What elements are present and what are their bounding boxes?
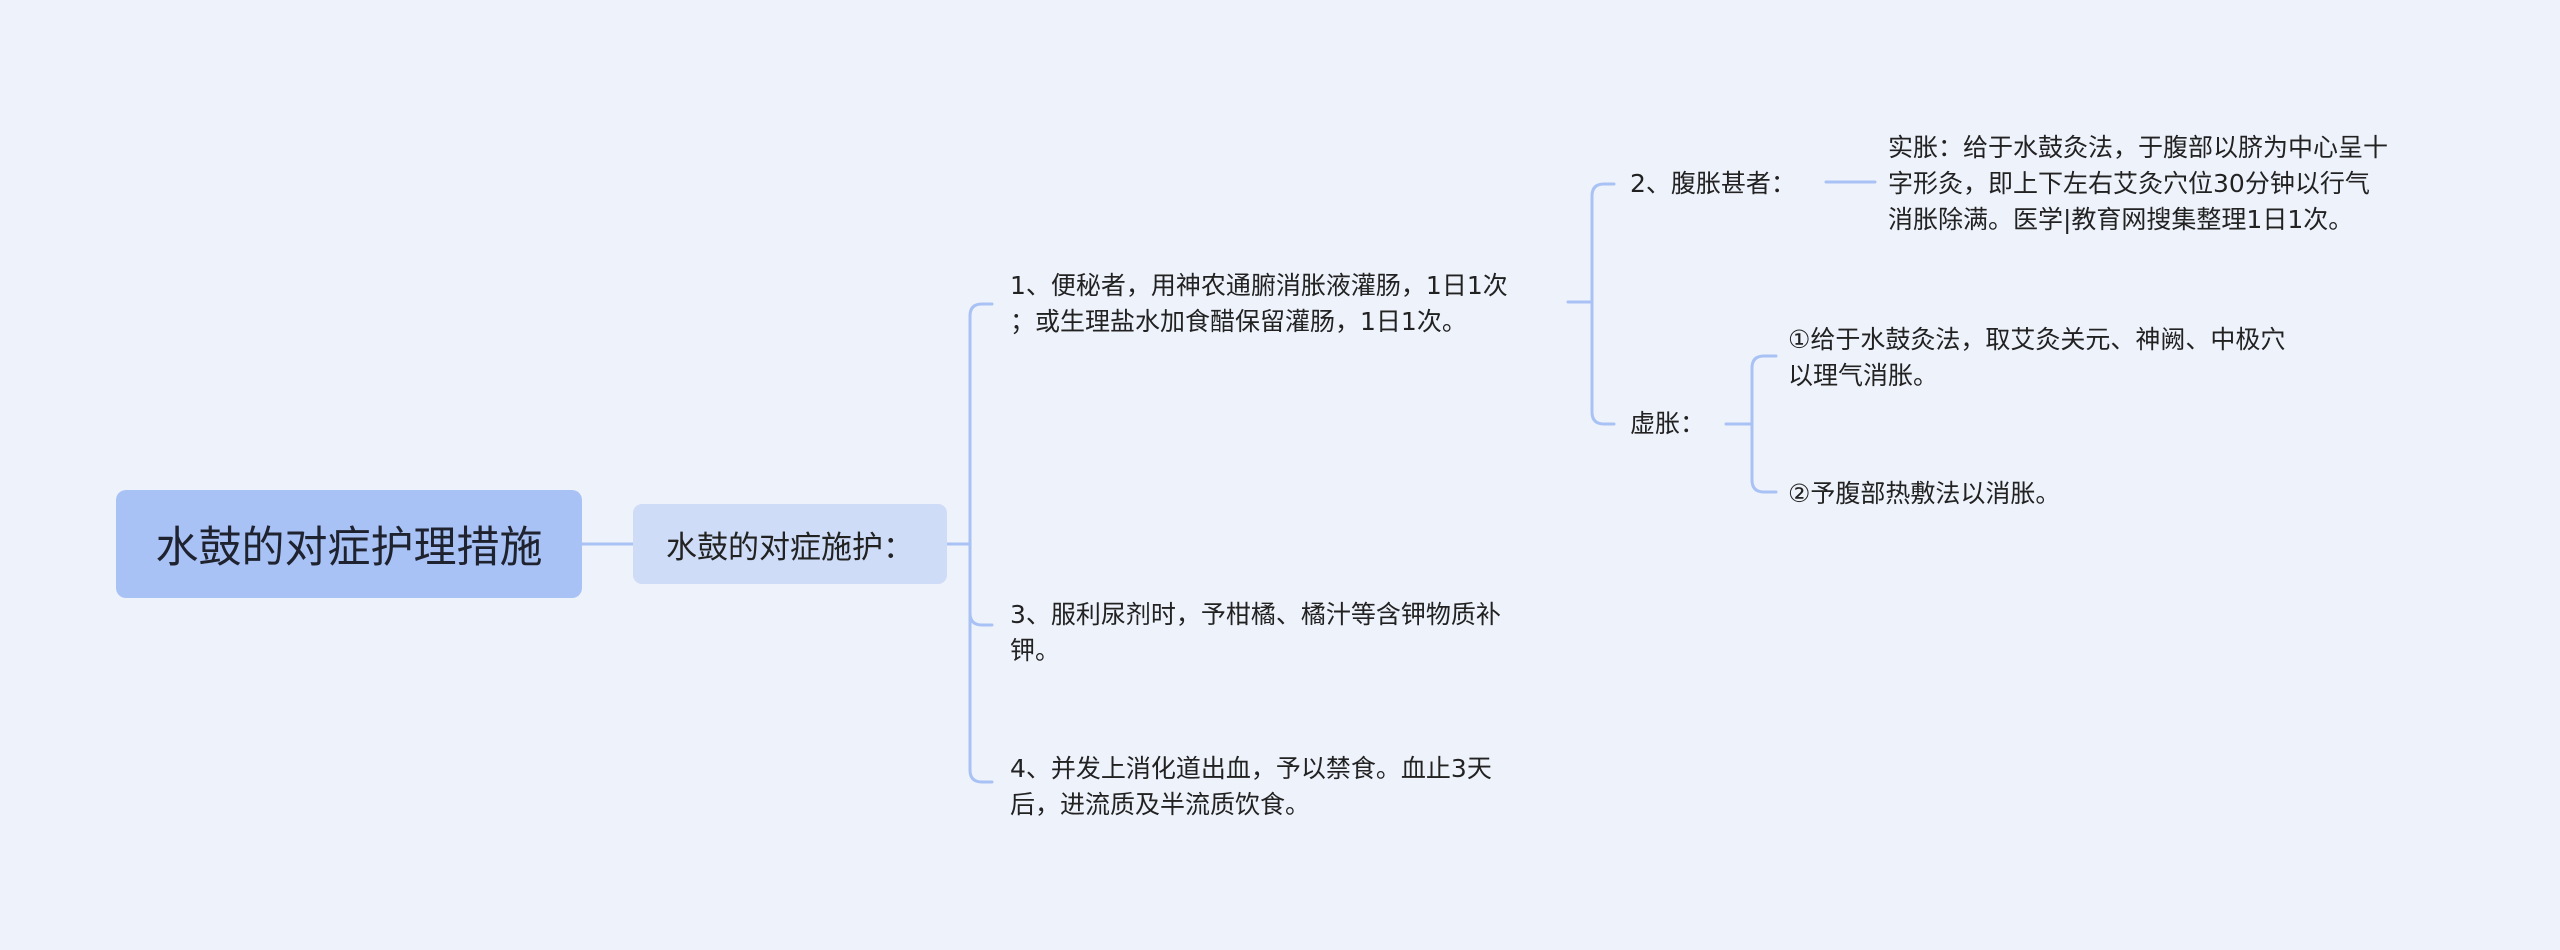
connector-branch-item2 (1590, 182, 1616, 304)
main-topic-label: 水鼓的对症施护： (666, 529, 914, 566)
root-topic-label: 水鼓的对症护理措施 (155, 523, 543, 573)
subtopic-line: 1、便秘者，用神农通腑消胀液灌肠，1日1次 (1010, 271, 1508, 300)
subtopic-distension-severe[interactable]: 2、腹胀甚者： (1630, 166, 1796, 202)
subtopic-hot-compress[interactable]: ②予腹部热敷法以消胀。 (1788, 476, 2060, 512)
subtopic-line: 后，进流质及半流质饮食。 (1010, 790, 1311, 819)
subtopic-bleeding[interactable]: 4、并发上消化道出血，予以禁食。血止3天 后，进流质及半流质饮食。 (1010, 751, 1492, 823)
subtopic-line: 4、并发上消化道出血，予以禁食。血止3天 (1010, 754, 1492, 783)
subtopic-line: 以理气消胀。 (1788, 361, 1939, 390)
subtopic-line: ②予腹部热敷法以消胀。 (1788, 479, 2061, 508)
connector-branch-xu1 (1750, 354, 1778, 426)
subtopic-line: 钾。 (1010, 636, 1061, 665)
connector-branch-xuzhang (1590, 300, 1616, 426)
subtopic-deficiency-distension[interactable]: 虚胀： (1630, 406, 1705, 442)
subtopic-diuretic[interactable]: 3、服利尿剂时，予柑橘、橘汁等含钾物质补 钾。 (1010, 597, 1501, 669)
subtopic-line: ；或生理盐水加食醋保留灌肠，1日1次。 (1010, 307, 1467, 336)
subtopic-line: 消胀除满。医学|教育网搜集整理1日1次。 (1888, 205, 2354, 234)
subtopic-line: 字形灸，即上下左右艾灸穴位30分钟以行气 (1888, 169, 2370, 198)
subtopic-excess-distension[interactable]: 实胀：给于水鼓灸法，于腹部以脐为中心呈十 字形灸，即上下左右艾灸穴位30分钟以行… (1888, 130, 2388, 238)
connector-branch-item4 (968, 542, 994, 784)
root-topic[interactable]: 水鼓的对症护理措施 (116, 490, 582, 598)
main-topic[interactable]: 水鼓的对症施护： (633, 504, 947, 584)
connector-branch-xu2 (1750, 422, 1778, 494)
connector-branch-item1 (968, 302, 994, 546)
subtopic-line: 实胀：给于水鼓灸法，于腹部以脐为中心呈十 (1888, 133, 2389, 162)
subtopic-line: 2、腹胀甚者： (1630, 169, 1796, 198)
subtopic-moxibustion[interactable]: ①给于水鼓灸法，取艾灸关元、神阙、中极穴 以理气消胀。 (1788, 322, 2285, 394)
subtopic-line: 虚胀： (1630, 409, 1706, 438)
subtopic-constipation[interactable]: 1、便秘者，用神农通腑消胀液灌肠，1日1次 ；或生理盐水加食醋保留灌肠，1日1次… (1010, 268, 1508, 340)
subtopic-line: ①给于水鼓灸法，取艾灸关元、神阙、中极穴 (1788, 325, 2286, 354)
connector-branch-item3 (968, 542, 994, 627)
subtopic-line: 3、服利尿剂时，予柑橘、橘汁等含钾物质补 (1010, 600, 1501, 629)
